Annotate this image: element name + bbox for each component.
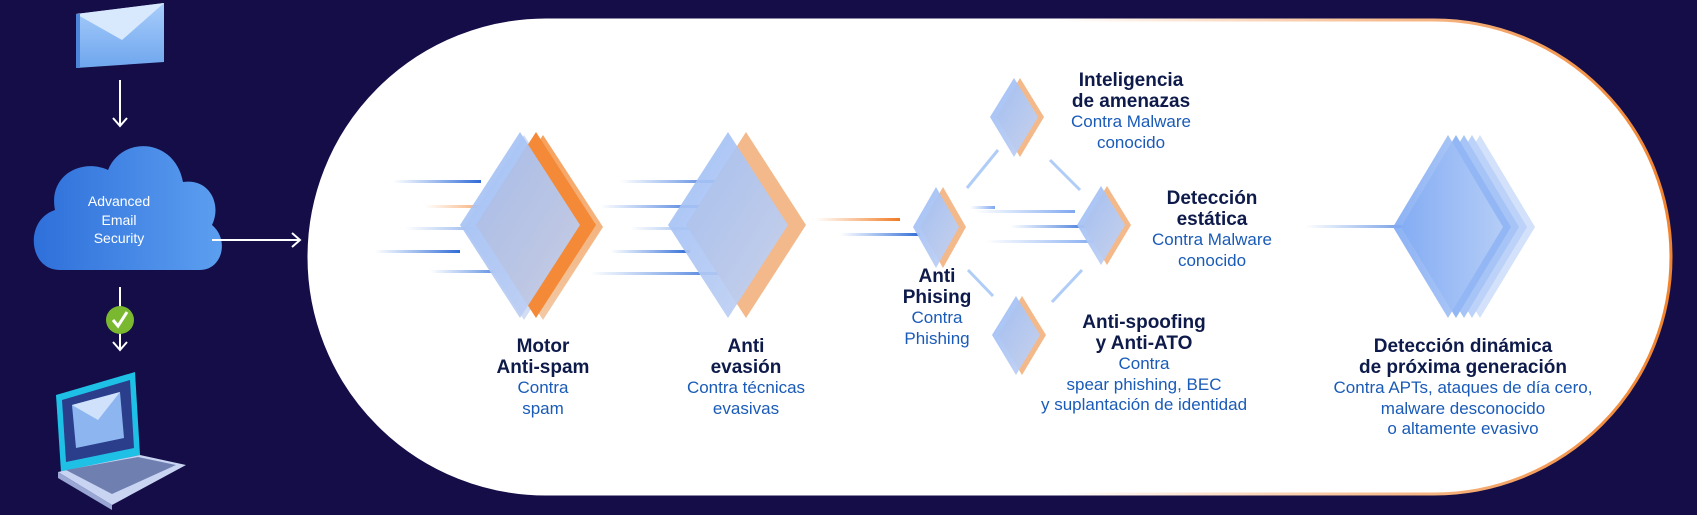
- stage-label-antispam: Motor Anti-spam Contra spam: [497, 336, 590, 419]
- antievasion-diamond: [668, 132, 806, 318]
- stage-title: Anti evasión: [710, 336, 782, 378]
- laptop-icon: [56, 372, 186, 510]
- stage-subtitle: Contra spear phishing, BEC y suplantació…: [1040, 354, 1248, 414]
- stage-subtitle: Contra spam: [517, 378, 569, 418]
- antiphishing-diamond: [913, 187, 966, 268]
- stage-subtitle: Contra técnicas evasivas: [686, 378, 806, 418]
- static-detection-diamond: [1077, 186, 1131, 265]
- speed-lines-dynamic: [1305, 225, 1450, 228]
- stage-label-antievasion: Anti evasión Contra técnicas evasivas: [687, 336, 805, 419]
- stage-title: Inteligencia de amenazas: [1071, 70, 1191, 112]
- stage-subtitle: Contra Phishing: [904, 308, 970, 348]
- branch-connectors: [965, 149, 1084, 304]
- stage-title: Motor Anti-spam: [496, 336, 590, 378]
- envelope-icon: [76, 3, 164, 68]
- stage-label-dynamic-detection: Detección dinámica de próxima generación…: [1334, 336, 1593, 440]
- check-icon: [106, 306, 134, 334]
- antispam-diamond: [460, 132, 603, 320]
- stage-label-static-detection: Detección estática Contra Malware conoci…: [1152, 188, 1272, 271]
- cloud-label: Advanced Email Security: [87, 193, 151, 246]
- arrow-right-icon: [212, 232, 302, 248]
- stage-title: Detección estática: [1166, 188, 1258, 230]
- antispoofing-diamond: [992, 296, 1046, 375]
- cloud-icon: [33, 146, 222, 270]
- stage-label-antispoofing: Anti-spoofing y Anti-ATO Contra spear ph…: [1041, 312, 1247, 416]
- stage-title: Detección dinámica de próxima generación: [1358, 336, 1567, 378]
- speed-lines-antiphishing: [815, 218, 920, 236]
- dynamic-detection-diamond: [1393, 135, 1535, 318]
- stage-subtitle: Contra Malware conocido: [1152, 230, 1272, 270]
- threat-intel-diamond: [990, 78, 1044, 157]
- stage-title: Anti Phising: [902, 266, 972, 308]
- speed-lines-static: [970, 206, 1100, 243]
- stage-subtitle: Contra APTs, ataques de día cero, malwar…: [1333, 378, 1593, 438]
- pipeline-panel: [307, 18, 1673, 496]
- stage-label-threat-intel: Inteligencia de amenazas Contra Malware …: [1071, 70, 1191, 153]
- stage-subtitle: Contra Malware conocido: [1071, 112, 1191, 152]
- stage-title: Anti-spoofing y Anti-ATO: [1082, 312, 1206, 354]
- arrow-down-icon: [112, 80, 128, 128]
- stage-label-antiphishing: Anti Phising Contra Phishing: [903, 266, 972, 349]
